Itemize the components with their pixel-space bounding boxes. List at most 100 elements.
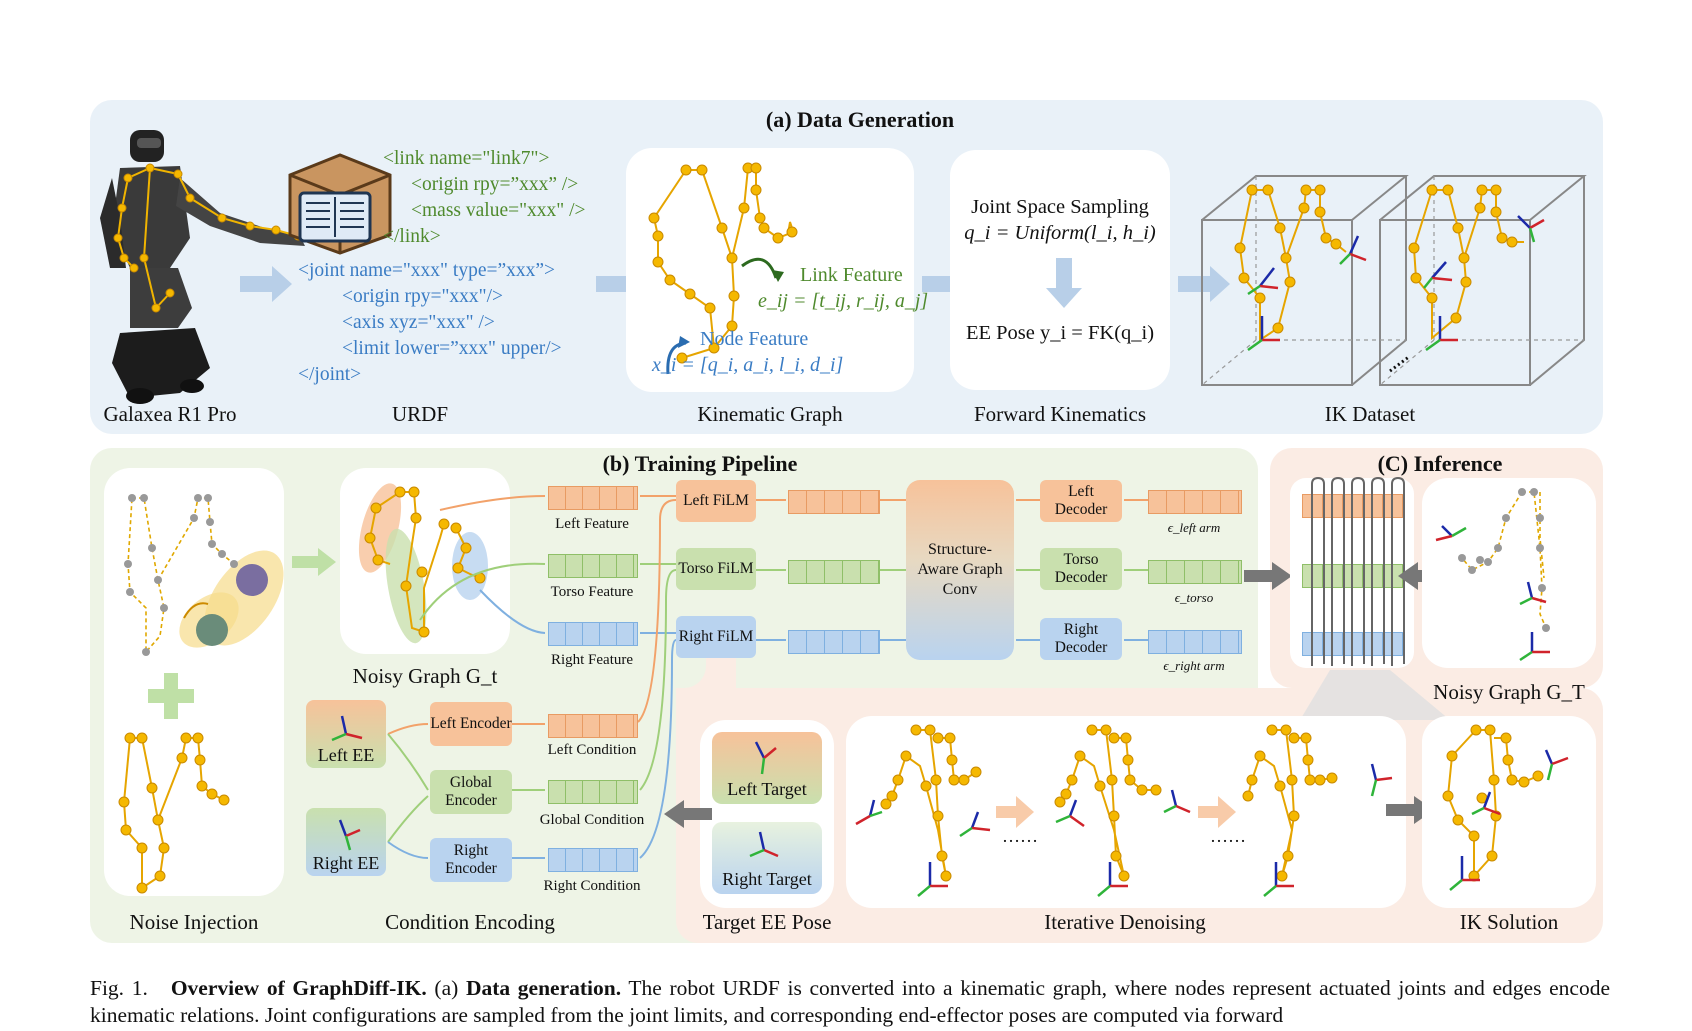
arrow-fk-to-dataset [1178,266,1230,302]
left-film-tensor [788,490,880,514]
urdf-joint-line-3: <axis xyz="xxx" /> [342,312,495,333]
global-encoder-block: Global Encoder [430,770,512,814]
forward-kinematics-label: Forward Kinematics [973,402,1147,426]
eps-left-label: ϵ_left arm [1167,520,1221,535]
caption-prefix: Fig. 1. [90,976,148,1000]
ik-solution-label: IK Solution [1459,910,1559,934]
arrow-robot-to-urdf [240,266,292,302]
left-encoder-block: Left Encoder [430,702,512,746]
title-training: (b) Training Pipeline [602,451,798,476]
iterative-denoising-label: Iterative Denoising [1044,910,1206,934]
right-feature-label: Right Feature [550,652,634,668]
left-condition-tensor [548,714,638,738]
global-condition-label: Global Condition [539,812,645,828]
fk-down-arrow [1046,258,1082,308]
left-film-block: Left FiLM [676,480,756,522]
noisy-graph-drawing [358,483,488,644]
left-decoder-block: Left Decoder [1040,480,1122,522]
caption-data-generation: Data generation. [465,976,622,1000]
left-feature-tensor [548,486,638,510]
figure-caption: Fig. 1. Overview of GraphDiff-IK. (a) Da… [90,975,1610,1029]
torso-decoder-block: Torso Decoder [1040,548,1122,590]
fk-sampling-label: Joint Space Sampling [971,196,1149,218]
eps-left-tensor [1148,490,1242,514]
node-feature-label: Node Feature [700,328,809,350]
eps-right-label: ϵ_right arm [1163,658,1225,673]
ik-dataset-label: IK Dataset [1324,402,1416,426]
left-feature-label: Left Feature [555,516,629,532]
urdf-joint-line-1: <joint name="xxx" type=”xxx”> [298,260,556,281]
kinematic-graph-drawing [648,162,798,375]
torso-feature-tensor [548,554,638,578]
arrow-eps-to-stack [1244,562,1292,590]
structure-aware-graph-conv: Structure-Aware Graph Conv [906,480,1014,660]
right-target-block: Right Target [712,822,822,894]
ik-solution-card [1422,716,1596,908]
torso-feature-label: Torso Feature [550,584,634,600]
noise-injection-card [104,468,284,896]
link-feature-label: Link Feature [800,264,903,286]
right-ee-label: Right EE [312,853,380,873]
left-target-block: Left Target [712,732,822,804]
arrow-noise-to-graph [292,548,336,576]
node-feature-formula: x_i = [q_i, a_i, l_i, d_i] [652,354,844,376]
right-encoder-block: Right Encoder [430,838,512,882]
noise-injection-drawing [118,494,284,894]
title-inference: (C) Inference [1377,451,1503,476]
fk-pose-label: EE Pose y_i = FK(q_i) [965,322,1155,344]
right-target-label: Right Target [722,869,812,889]
fk-sampling-formula: q_i = Uniform(l_i, h_i) [964,222,1156,244]
right-ee-block: Right EE [306,808,386,876]
right-film-block: Right FiLM [676,616,756,658]
target-ee-label: Target EE Pose [702,910,832,934]
stack-loop-arrows [1311,476,1405,666]
global-condition-tensor [548,780,638,804]
eps-right-tensor [1148,630,1242,654]
left-ee-label: Left EE [317,745,375,765]
kinematic-graph-label: Kinematic Graph [697,402,843,426]
title-data-generation: (a) Data Generation [765,107,955,132]
caption-text: The robot URDF is converted into a kinem… [90,976,1610,1027]
right-decoder-block: Right Decoder [1040,618,1122,660]
target-frame-icons [749,741,779,858]
urdf-box-icon [288,153,392,255]
urdf-label: URDF [391,402,449,426]
urdf-joint-line-2: <origin rpy="xxx"/> [342,286,504,307]
denoise-dots-2: …… [1210,826,1246,846]
right-condition-tensor [548,848,638,872]
noise-injection-label: Noise Injection [129,910,259,934]
noisy-graph-label: Noisy Graph G_t [352,664,498,688]
inference-noisy-graph-drawing [1435,488,1550,662]
inference-noisy-graph-label: Noisy Graph G_T [1433,680,1585,704]
ee-frame-icons [331,715,363,851]
left-condition-label: Left Condition [547,742,637,758]
condition-encoding-label: Condition Encoding [385,910,555,934]
urdf-joint-line-4: <limit lower=”xxx" upper/> [342,338,562,359]
urdf-link-line-3: <mass value="xxx" /> [411,200,586,221]
urdf-link-line-1: <link name="link7"> [383,148,550,169]
left-target-label: Left Target [727,779,807,799]
ik-dataset-cubes [1201,175,1587,386]
arrow-target-to-conditions [664,800,712,828]
caption-a: (a) [434,976,459,1000]
urdf-joint-line-5: </joint> [298,364,362,385]
eps-torso-label: ϵ_torso [1174,590,1214,605]
iterative-denoising-drawing [855,724,1393,897]
torso-film-tensor [788,560,880,584]
urdf-link-line-4: </link> [383,226,441,247]
right-feature-tensor [548,622,638,646]
eps-torso-tensor [1148,560,1242,584]
caption-title: Overview of GraphDiff-IK. [170,976,427,1000]
denoise-dots-1: …… [1002,826,1038,846]
right-film-tensor [788,630,880,654]
robot-illustration [100,130,305,404]
link-feature-formula: e_ij = [t_ij, r_ij, a_j] [758,290,929,312]
ik-solution-drawing [1442,724,1569,891]
urdf-link-line-2: <origin rpy=”xxx” /> [411,174,579,195]
right-condition-label: Right Condition [543,878,641,894]
zoom-funnel [1300,670,1450,720]
inference-noisy-graph-card [1422,478,1596,668]
robot-label: Galaxea R1 Pro [103,402,237,426]
torso-film-block: Torso FiLM [676,548,756,590]
